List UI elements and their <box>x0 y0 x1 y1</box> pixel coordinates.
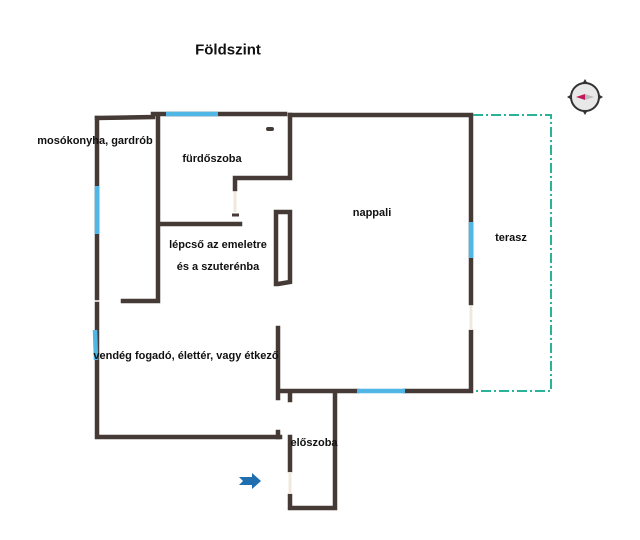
room-label-terrace: terasz <box>495 232 527 244</box>
wall-hall <box>277 388 360 511</box>
wall-bath-right <box>232 112 293 192</box>
wall-top-main <box>287 112 474 394</box>
room-label-living: nappali <box>352 207 392 219</box>
compass-icon <box>567 79 603 115</box>
bath-fixture <box>266 127 274 131</box>
wall-stair-block <box>273 209 293 287</box>
terrace-outline <box>473 114 552 392</box>
room-label-stairs-1: lépcső az emeletre <box>169 239 267 251</box>
room-label-stairs-2: és a szuterénba <box>176 261 260 273</box>
floor-title: Földszint <box>195 41 261 59</box>
room-label-hall: előszoba <box>290 437 338 449</box>
window <box>92 329 99 361</box>
entrance-arrow-icon <box>239 473 261 489</box>
wall-laundry-inner <box>120 112 161 304</box>
wall-outer-left <box>94 111 288 121</box>
room-label-bathroom: fürdőszoba <box>182 153 242 165</box>
wall-left <box>94 115 283 440</box>
room-label-laundry: mosókonyha, gardrób <box>37 135 153 147</box>
room-label-dining: vendég fogadó, élettér, vagy étkező <box>93 350 279 362</box>
